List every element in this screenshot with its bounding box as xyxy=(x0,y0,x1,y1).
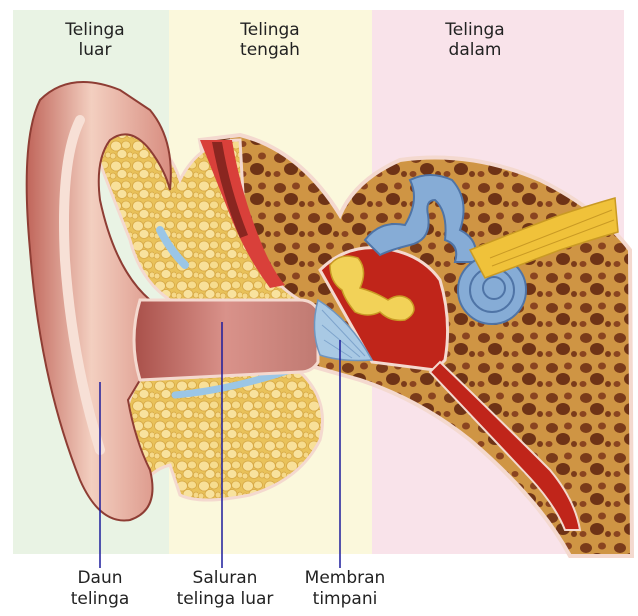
canal-label: Saluran telinga luar xyxy=(160,568,290,610)
middle-ear-title: Telinga tengah xyxy=(215,20,325,60)
outer-ear-title: Telinga luar xyxy=(40,20,150,60)
pinna-label: Daun telinga xyxy=(40,568,160,610)
eardrum-label: Membran timpani xyxy=(290,568,400,610)
inner-ear-title: Telinga dalam xyxy=(420,20,530,60)
ear-canal xyxy=(134,300,318,380)
